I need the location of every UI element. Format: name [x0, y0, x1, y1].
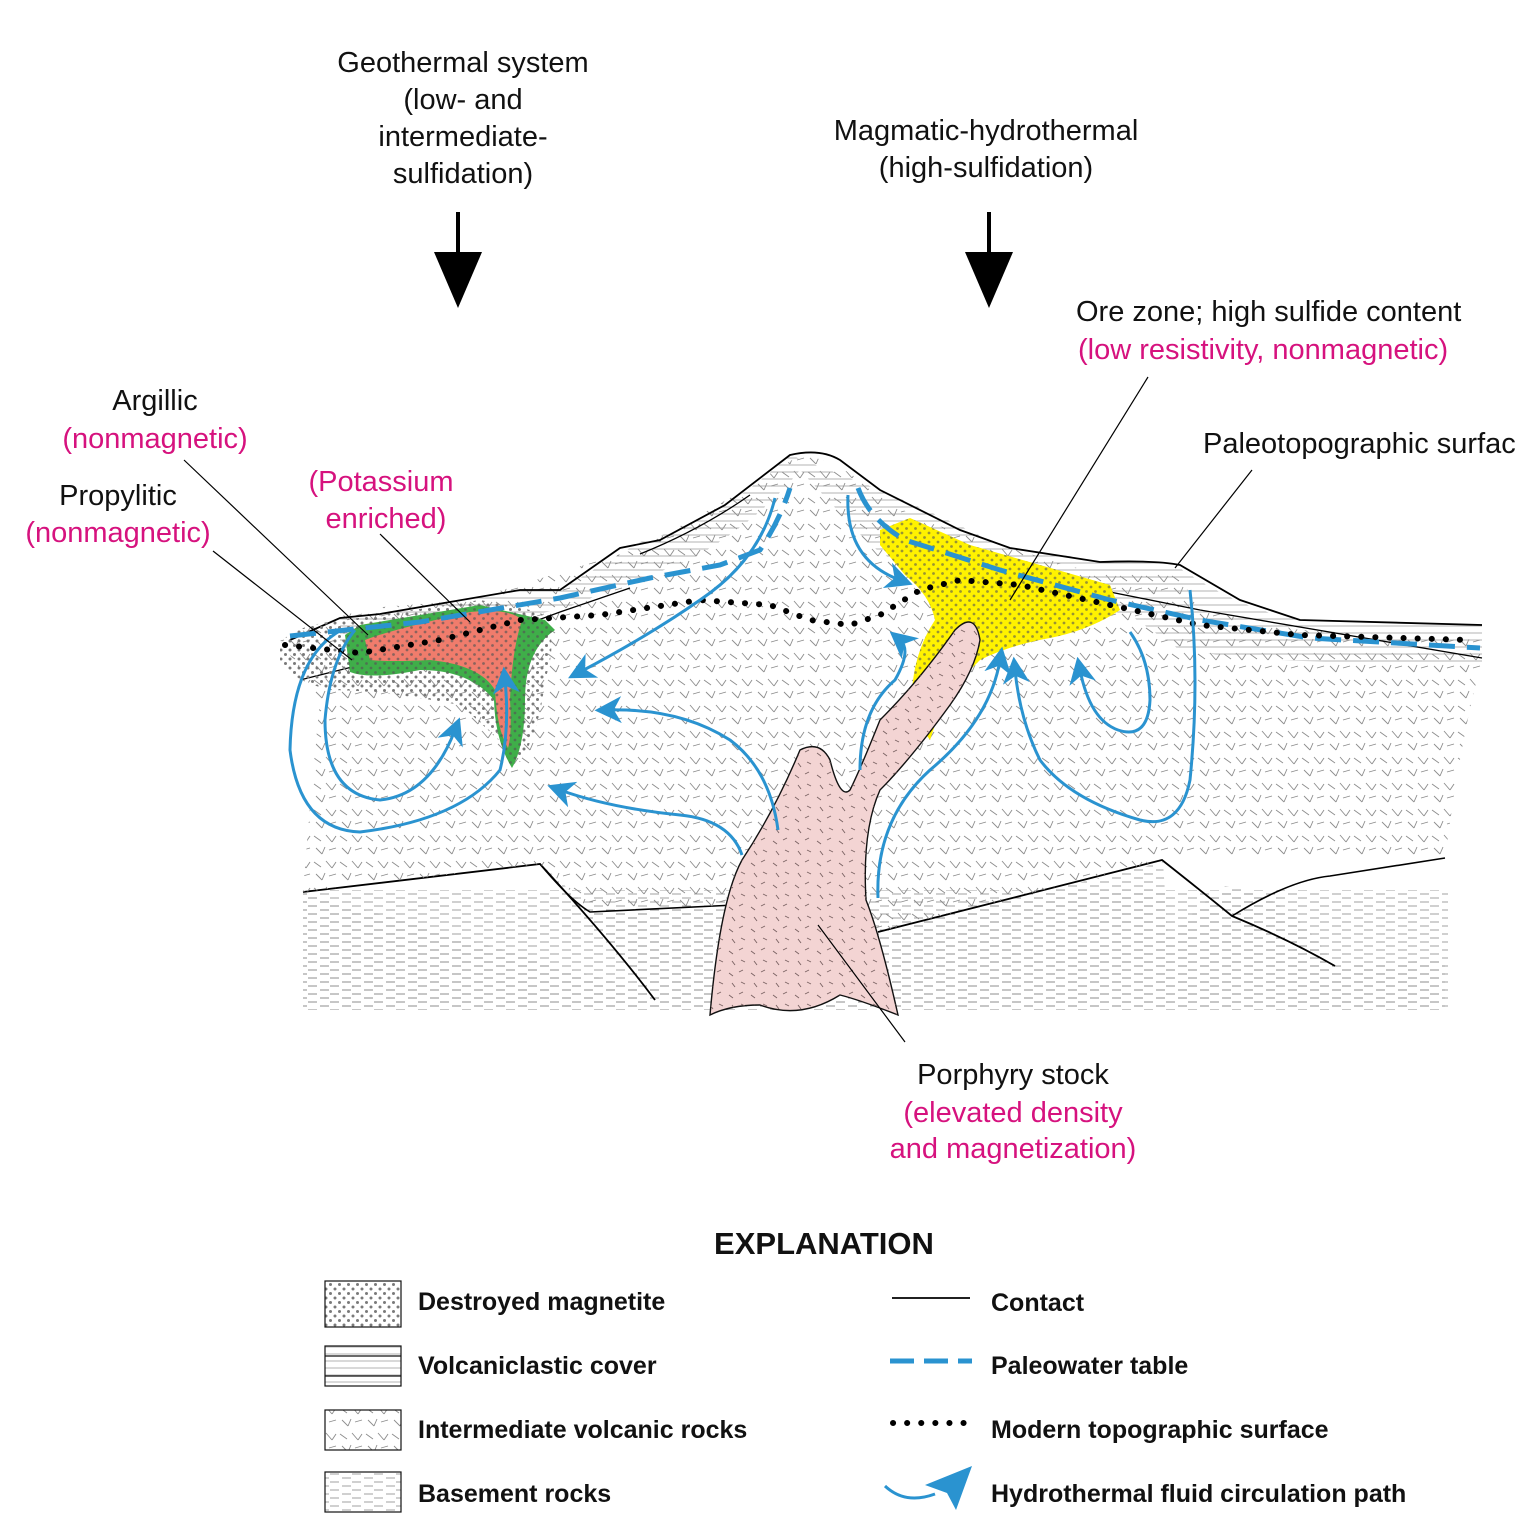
destroyed-magnetite-swatch	[324, 1280, 402, 1328]
porphyry-note-2: and magnetization)	[890, 1133, 1137, 1165]
fluid-path-4	[594, 696, 780, 831]
potassium-line-2: enriched)	[326, 503, 447, 535]
propylitic-note: (nonmagnetic)	[25, 517, 210, 549]
fluid-path-2	[288, 630, 520, 834]
geothermal-line-3: intermediate-	[378, 121, 547, 153]
legend-fluid-path: Hydrothermal fluid circulation path	[991, 1480, 1406, 1508]
magmatic-line-2: (high-sulfidation)	[879, 152, 1093, 184]
legend: EXPLANATION Destroyed magnetite Volcanic…	[324, 1226, 1406, 1513]
basement-rocks-swatch	[324, 1471, 402, 1513]
legend-intermediate-volcanic: Intermediate volcanic rocks	[418, 1416, 747, 1444]
argillic-leader	[183, 459, 369, 636]
legend-destroyed-magnetite: Destroyed magnetite	[418, 1288, 665, 1316]
volcaniclastic-cover-swatch	[324, 1345, 402, 1387]
ore-zone-leader	[1009, 376, 1149, 601]
argillic-label: Argillic	[112, 385, 197, 417]
porphyry-note-1: (elevated density	[903, 1097, 1123, 1129]
paleowater-table-line	[289, 487, 1481, 651]
propylitic-label: Propylitic	[59, 480, 177, 512]
porphyry-label: Porphyry stock	[917, 1059, 1109, 1091]
leader-lines	[183, 376, 1253, 1043]
geothermal-line-4: sulfidation)	[393, 158, 533, 190]
argillic-note: (nonmagnetic)	[62, 423, 247, 455]
fluid-path-arrow	[883, 1466, 972, 1510]
legend-volcaniclastic-cover: Volcaniclastic cover	[418, 1352, 657, 1380]
legend-contact: Contact	[991, 1289, 1085, 1317]
potassium-leader	[379, 533, 471, 623]
geothermal-line-2: (low- and	[403, 84, 522, 116]
fluid-path-5	[547, 781, 744, 856]
magmatic-label: Magmatic-hydrothermal (high-sulfidation)	[834, 115, 1139, 184]
geothermal-line-1: Geothermal system	[337, 47, 588, 79]
geothermal-arrow-icon	[434, 212, 482, 308]
intermediate-volcanic-swatch	[324, 1409, 402, 1451]
fluid-path-10	[1002, 589, 1197, 824]
legend-paleowater-table: Paleowater table	[991, 1352, 1188, 1380]
ore-zone-note: (low resistivity, nonmagnetic)	[1078, 334, 1448, 366]
propylitic-leader	[212, 550, 353, 661]
paleotopo-leader	[1174, 469, 1253, 569]
legend-basement-rocks: Basement rocks	[418, 1480, 611, 1508]
potassium-line-1: (Potassium	[308, 466, 453, 498]
magmatic-arrow-icon	[965, 212, 1013, 308]
fluid-path-3	[568, 497, 777, 679]
fluid-path-8	[876, 646, 1012, 899]
fluid-path-7	[858, 631, 920, 771]
geothermal-label: Geothermal system (low- and intermediate…	[337, 47, 588, 190]
paleotopo-label: Paleotopographic surfac	[1203, 428, 1516, 460]
modern-topographic-line	[282, 576, 1473, 657]
legend-modern-topographic: Modern topographic surface	[991, 1416, 1329, 1444]
porphyry-stock	[709, 621, 981, 1017]
fluid-paths	[288, 494, 1197, 899]
porphyry-leader	[817, 924, 906, 1043]
ore-zone-label: Ore zone; high sulfide content	[1076, 296, 1461, 328]
magmatic-line-1: Magmatic-hydrothermal	[834, 115, 1139, 147]
fluid-path-1	[323, 629, 463, 802]
fluid-path-6	[846, 494, 913, 589]
fluid-path-9	[1069, 631, 1152, 734]
legend-title: EXPLANATION	[714, 1226, 934, 1261]
